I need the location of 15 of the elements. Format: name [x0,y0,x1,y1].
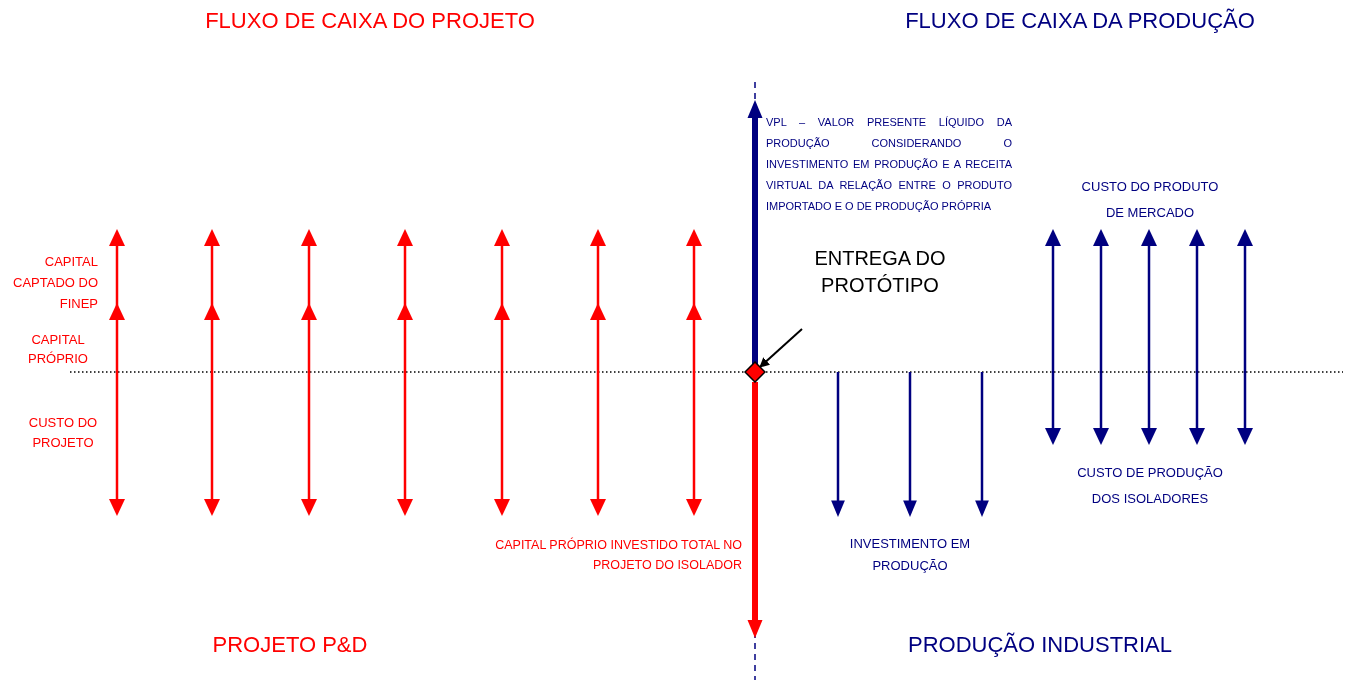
annotation-text: CUSTO DO PROJETO [27,414,99,452]
annotation-text: PRODUÇÃO INDUSTRIAL [906,632,1173,658]
milestone-diamond [744,361,766,383]
annotation-text: CAPITAL PRÓPRIO [27,331,89,368]
annotation-text: PROJETO P&D [211,632,369,658]
pointer-arrow [759,328,803,368]
milestone-label: ENTREGA DO PROTÓTIPO [800,245,960,299]
annotation-text: FLUXO DE CAIXA DA PRODUÇÃO [904,8,1256,34]
annotation-text: CUSTO DE PRODUÇÃO DOS ISOLADORES [1076,464,1224,508]
annotation-text: CUSTO DO PRODUTO DE MERCADO [1080,178,1220,222]
annotation-text: CAPITAL CAPTADO DO FINEP [12,253,98,313]
annotation-text: VPL – VALOR PRESENTE LÍQUIDO DA PRODUÇÃO CONSIDERANDO O INVESTIMENTO EM PRODUÇÃO E A RECEITA VIRTUAL DA RELAÇÃO ENTRE O PRODUTO IMPORTADO E O DE PRODUÇÃO PRÓPRIA [766,115,1012,214]
annotation-text: INVESTIMENTO EM PRODUÇÃO [848,535,972,575]
annotation-text: FLUXO DE CAIXA DO PROJETO [204,8,536,34]
annotation-text: CAPITAL PRÓPRIO INVESTIDO TOTAL NO PROJETO DO ISOLADOR [494,536,742,574]
